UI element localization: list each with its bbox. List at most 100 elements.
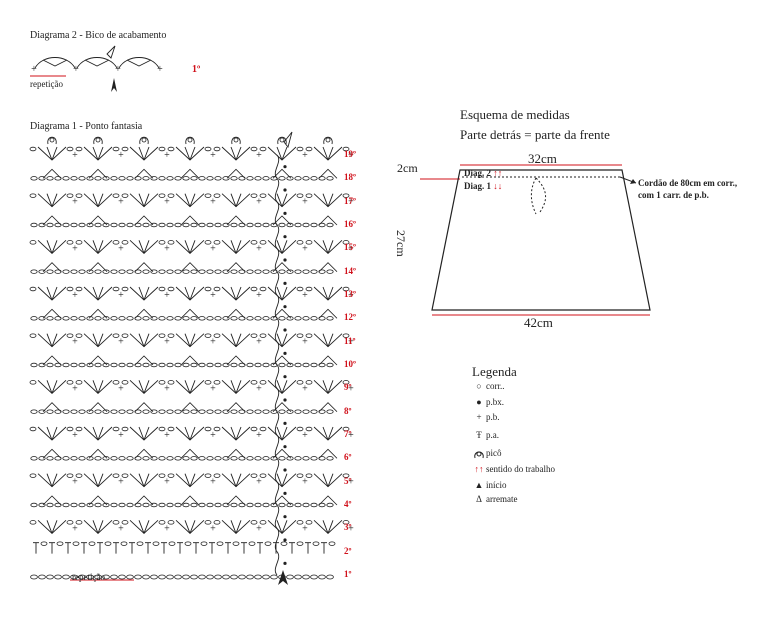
chain-stitch — [310, 409, 318, 414]
chain-stitch — [38, 269, 46, 274]
chain-stitch — [312, 541, 320, 546]
row-label-17: 17º — [344, 195, 356, 206]
picot-center — [233, 137, 239, 143]
chain-stitch — [121, 333, 129, 338]
chain-stitch — [294, 362, 302, 368]
chain-stitch — [158, 426, 166, 432]
v-stitch — [226, 355, 246, 366]
chain-stitch — [134, 222, 142, 228]
chain-stitch — [246, 409, 254, 414]
chain-stitch — [70, 456, 78, 461]
row-label-3: 3º — [344, 522, 352, 533]
chain-stitch — [102, 502, 110, 508]
fan-stitch-inner — [138, 380, 145, 394]
slip-stitch — [283, 211, 287, 215]
turning-chain — [274, 294, 280, 319]
single-crochet: + — [164, 150, 170, 161]
chain-stitch — [246, 456, 254, 461]
chain-stitch — [46, 574, 54, 580]
chain-stitch — [286, 502, 294, 508]
chain-stitch — [94, 269, 102, 274]
chain-stitch — [296, 426, 304, 432]
chain-stitch — [118, 316, 126, 321]
single-crochet: + — [256, 243, 262, 254]
chain-stitch — [326, 269, 334, 274]
chain-stitch — [158, 269, 166, 274]
chain-stitch — [46, 502, 54, 508]
chain-stitch — [38, 316, 46, 321]
single-crochet: + — [348, 197, 354, 208]
single-crochet: + — [348, 243, 354, 254]
fan-stitch-inner — [46, 240, 53, 254]
fan-stitch-inner — [51, 426, 58, 441]
fan-stitch-inner — [51, 333, 58, 347]
chain-stitch — [305, 240, 313, 245]
chain-stitch — [150, 456, 158, 461]
picot — [93, 136, 103, 145]
scallop-arc — [34, 57, 76, 69]
picot-center — [95, 137, 101, 143]
chain-stitch — [294, 502, 302, 508]
single-crochet: + — [72, 430, 78, 441]
turning-chain — [274, 481, 280, 506]
chain-stitch — [118, 409, 126, 414]
turning-chain — [274, 504, 280, 529]
chain-stitch — [126, 269, 134, 274]
chain-stitch — [286, 456, 294, 461]
chain-stitch — [248, 541, 256, 546]
chain-stitch — [238, 222, 246, 228]
fan-stitch — [37, 193, 67, 208]
chain-stitch — [110, 574, 118, 580]
chain-stitch — [318, 316, 326, 321]
chain-stitch — [38, 574, 46, 580]
chain-stitch — [78, 269, 86, 274]
fan-stitch — [267, 473, 297, 488]
v-stitch — [42, 448, 62, 459]
chain-stitch — [134, 574, 142, 580]
row-label-15: 15º — [344, 242, 356, 253]
chain-stitch — [305, 193, 313, 198]
chain-stitch — [118, 362, 126, 368]
fan-stitch-inner — [97, 146, 104, 161]
chain-stitch — [158, 316, 166, 321]
chain-stitch — [250, 473, 258, 478]
turning-chain — [274, 248, 280, 272]
chain-stitch — [126, 409, 134, 414]
v-stitch — [42, 262, 62, 272]
chain-stitch — [70, 269, 78, 274]
chain-stitch — [94, 409, 102, 414]
fan-stitch-inner — [46, 426, 53, 441]
fan-stitch — [83, 193, 113, 208]
chain-stitch — [46, 176, 54, 181]
finish-arrow-icon — [283, 131, 293, 148]
chain-stitch — [38, 362, 46, 368]
chain-stitch — [46, 456, 54, 461]
fan-stitch-inner — [189, 193, 196, 207]
chain-stitch — [278, 269, 286, 274]
chain-stitch — [110, 176, 118, 181]
single-crochet: + — [210, 430, 216, 441]
v-stitch — [318, 402, 338, 412]
chain-stitch — [62, 176, 70, 181]
chain-stitch — [134, 176, 142, 181]
chain-stitch — [318, 269, 326, 274]
chain-stitch — [150, 574, 158, 580]
picot-center — [141, 137, 147, 143]
v-stitch — [272, 355, 292, 366]
chain-stitch — [254, 222, 262, 228]
slip-stitch — [283, 491, 287, 495]
turning-chain — [274, 154, 280, 179]
chain-stitch — [259, 520, 267, 525]
chain-stitch — [222, 409, 230, 414]
v-stitch — [226, 448, 246, 459]
chain-stitch — [112, 193, 120, 198]
fan-stitch-inner — [97, 426, 104, 441]
chain-stitch — [102, 176, 110, 181]
chain-stitch — [150, 362, 158, 368]
chain-stitch — [102, 456, 110, 461]
chain-stitch — [166, 456, 174, 461]
chain-stitch — [86, 574, 94, 580]
chain-stitch — [166, 502, 174, 508]
legend-title: Legenda — [472, 364, 517, 379]
chain-stitch — [190, 362, 198, 368]
